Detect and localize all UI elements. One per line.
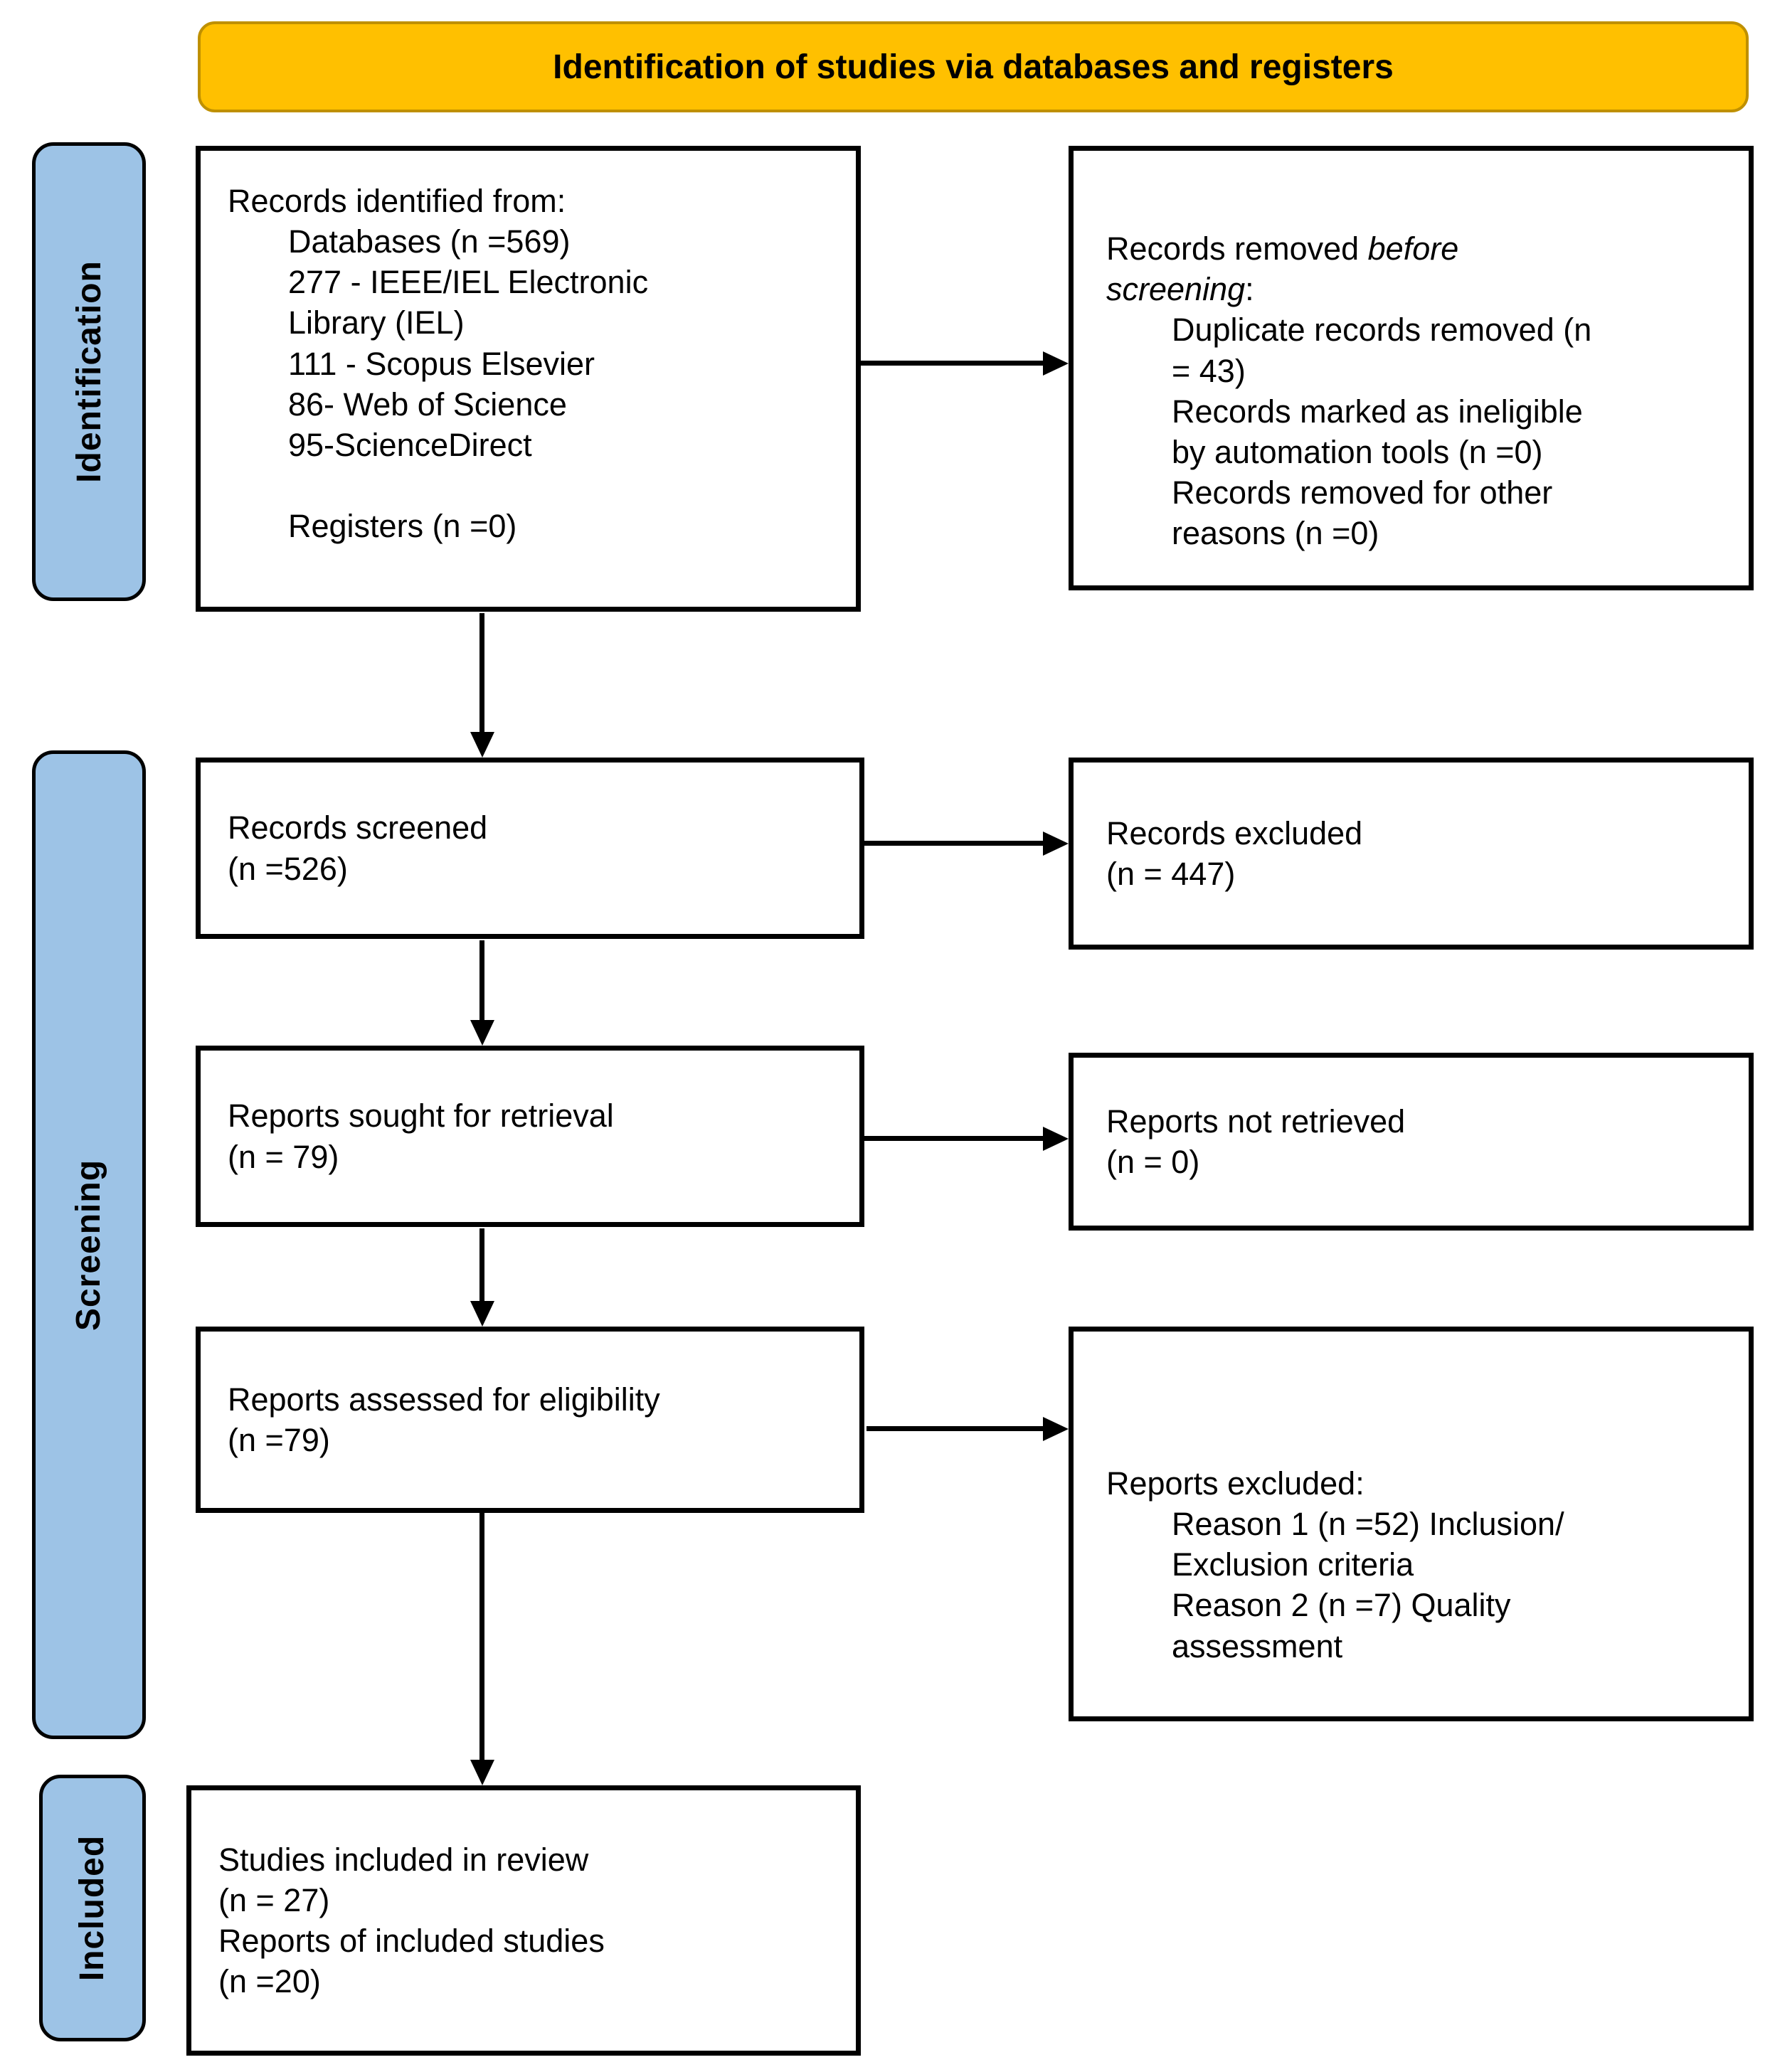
records-excluded-line2: (n = 447) bbox=[1106, 856, 1236, 892]
records-identified-items: Databases (n =569) 277 - IEEE/IEL Electro… bbox=[228, 221, 834, 465]
flow-text-line: 111 - Scopus Elsevier bbox=[288, 345, 595, 382]
flow-text-line: 86- Web of Science bbox=[288, 386, 567, 423]
flow-text-line: Reason 2 (n =7) Quality assessment bbox=[1172, 1587, 1511, 1664]
records-removed-title-prefix: Records removed bbox=[1106, 230, 1368, 267]
arrow-assessed-to-reports-excluded bbox=[867, 1426, 1043, 1431]
reports-not-retrieved-line2: (n = 0) bbox=[1106, 1144, 1200, 1180]
arrow-screened-to-excluded bbox=[864, 841, 1043, 846]
box-reports-excluded: Reports excluded: Reason 1 (n =52) Inclu… bbox=[1069, 1327, 1754, 1721]
arrow-assessed-to-included bbox=[479, 1513, 484, 1760]
box-records-screened: Records screened (n =526) bbox=[196, 758, 864, 939]
flow-text-line: Duplicate records removed (n = 43) bbox=[1172, 312, 1592, 389]
stage-screening: Screening bbox=[32, 750, 146, 1739]
box-reports-sought: Reports sought for retrieval (n = 79) bbox=[196, 1046, 864, 1227]
stage-screening-label: Screening bbox=[70, 1159, 108, 1331]
flow-text-line: Records marked as ineligible by automati… bbox=[1172, 393, 1583, 470]
arrow-sought-to-assessed bbox=[479, 1228, 484, 1301]
stage-included-label: Included bbox=[73, 1834, 112, 1982]
reports-not-retrieved-line1: Reports not retrieved bbox=[1106, 1103, 1406, 1139]
flow-text-line: Records removed for other reasons (n =0) bbox=[1172, 474, 1553, 552]
arrow-sought-to-not-retrieved bbox=[864, 1136, 1043, 1141]
records-removed-items: Duplicate records removed (n = 43)Record… bbox=[1106, 309, 1727, 553]
records-removed-title-suffix: : bbox=[1245, 271, 1254, 308]
registers-line: Registers (n =0) bbox=[288, 507, 517, 544]
box-records-excluded: Records excluded (n = 447) bbox=[1069, 758, 1754, 950]
reports-assessed-line2: (n =79) bbox=[228, 1422, 330, 1458]
records-screened-line1: Records screened bbox=[228, 809, 488, 846]
studies-included-line4: (n =20) bbox=[218, 1963, 321, 2000]
reports-sought-line2: (n = 79) bbox=[228, 1138, 339, 1175]
banner-title: Identification of studies via databases … bbox=[198, 21, 1749, 112]
reports-excluded-items: Reason 1 (n =52) Inclusion/ Exclusion cr… bbox=[1106, 1504, 1727, 1667]
records-removed-title: Records removed before screening: bbox=[1106, 188, 1727, 309]
reports-sought-line1: Reports sought for retrieval bbox=[228, 1098, 614, 1135]
box-records-identified: Records identified from: Databases (n =5… bbox=[196, 146, 861, 612]
flow-text-line: Reason 1 (n =52) Inclusion/ Exclusion cr… bbox=[1172, 1506, 1564, 1583]
stage-identification-label: Identification bbox=[70, 260, 108, 483]
box-records-removed: Records removed before screening: Duplic… bbox=[1069, 146, 1754, 590]
flow-text-line: Databases (n =569) bbox=[288, 223, 571, 260]
box-reports-assessed: Reports assessed for eligibility (n =79) bbox=[196, 1327, 864, 1513]
reports-assessed-line1: Reports assessed for eligibility bbox=[228, 1381, 660, 1418]
reports-excluded-title: Reports excluded: bbox=[1106, 1465, 1364, 1502]
studies-included-line1: Studies included in review bbox=[218, 1841, 589, 1878]
records-excluded-line1: Records excluded bbox=[1106, 814, 1363, 851]
stage-included: Included bbox=[39, 1775, 146, 2041]
stage-identification: Identification bbox=[32, 142, 146, 601]
records-identified-title: Records identified from: bbox=[228, 183, 566, 219]
arrow-identified-to-screened bbox=[479, 613, 484, 732]
studies-included-line3: Reports of included studies bbox=[218, 1923, 605, 1959]
flow-text-line: 277 - IEEE/IEL Electronic Library (IEL) bbox=[288, 264, 649, 341]
flow-text-line: 95-ScienceDirect bbox=[288, 426, 532, 463]
box-reports-not-retrieved: Reports not retrieved (n = 0) bbox=[1069, 1053, 1754, 1231]
records-removed-title-italic: before screening bbox=[1106, 230, 1459, 308]
arrow-screened-to-sought bbox=[479, 940, 484, 1020]
arrow-identified-to-removed bbox=[861, 361, 1043, 366]
box-studies-included: Studies included in review (n = 27) Repo… bbox=[186, 1785, 861, 2056]
studies-included-line2: (n = 27) bbox=[218, 1881, 330, 1918]
records-screened-line2: (n =526) bbox=[228, 850, 348, 887]
